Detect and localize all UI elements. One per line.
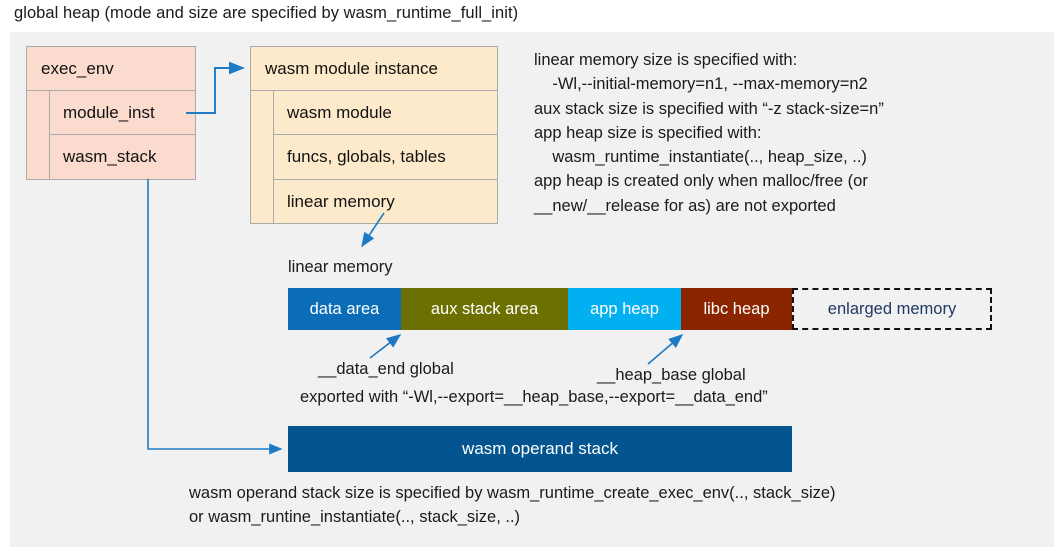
memory-segment-data-area: data area: [288, 288, 401, 330]
linear-memory-note: linear memory size is specified with: -W…: [534, 51, 884, 215]
module-instance-gutter: [251, 91, 274, 224]
exec-env-field-module-inst: module_inst: [50, 91, 195, 135]
exec-env-fields: module_inst wasm_stack: [50, 91, 195, 179]
wasm-operand-stack-box: wasm operand stack: [288, 426, 792, 472]
memory-segment-enlarged-memory: enlarged memory: [792, 288, 992, 330]
module-instance-field-linear-memory: linear memory: [287, 191, 395, 211]
module-instance-fields: wasm module funcs, globals, tables linea…: [274, 91, 497, 224]
operand-stack-footnote: wasm operand stack size is specified by …: [189, 484, 836, 527]
memory-segment-libc-heap: libc heap: [681, 288, 792, 330]
page-title: global heap (mode and size are specified…: [14, 4, 519, 22]
exec-env-header: exec_env: [27, 47, 195, 91]
annotation-data-end: __data_end global: [318, 360, 454, 378]
module-instance-field-wasm-module: wasm module: [274, 91, 497, 136]
exec-env-box: exec_env module_inst wasm_stack: [26, 46, 196, 180]
wasm-module-instance-box: wasm module instance wasm module funcs, …: [250, 46, 498, 224]
memory-segment-app-heap: app heap: [568, 288, 681, 330]
linear-memory-strip-label: linear memory: [288, 258, 393, 276]
exec-env-field-wasm-stack: wasm_stack: [63, 147, 157, 166]
exec-env-gutter: [27, 91, 50, 179]
annotation-exported-with: exported with “-Wl,--export=__heap_base,…: [300, 388, 768, 406]
annotation-heap-base: __heap_base global: [597, 366, 746, 384]
module-instance-field-funcs-globals-tables: funcs, globals, tables: [274, 135, 497, 180]
exec-env-body: module_inst wasm_stack: [27, 91, 195, 179]
memory-segment-aux-stack-area: aux stack area: [401, 288, 568, 330]
module-instance-header: wasm module instance: [251, 47, 497, 91]
module-instance-body: wasm module funcs, globals, tables linea…: [251, 91, 497, 224]
